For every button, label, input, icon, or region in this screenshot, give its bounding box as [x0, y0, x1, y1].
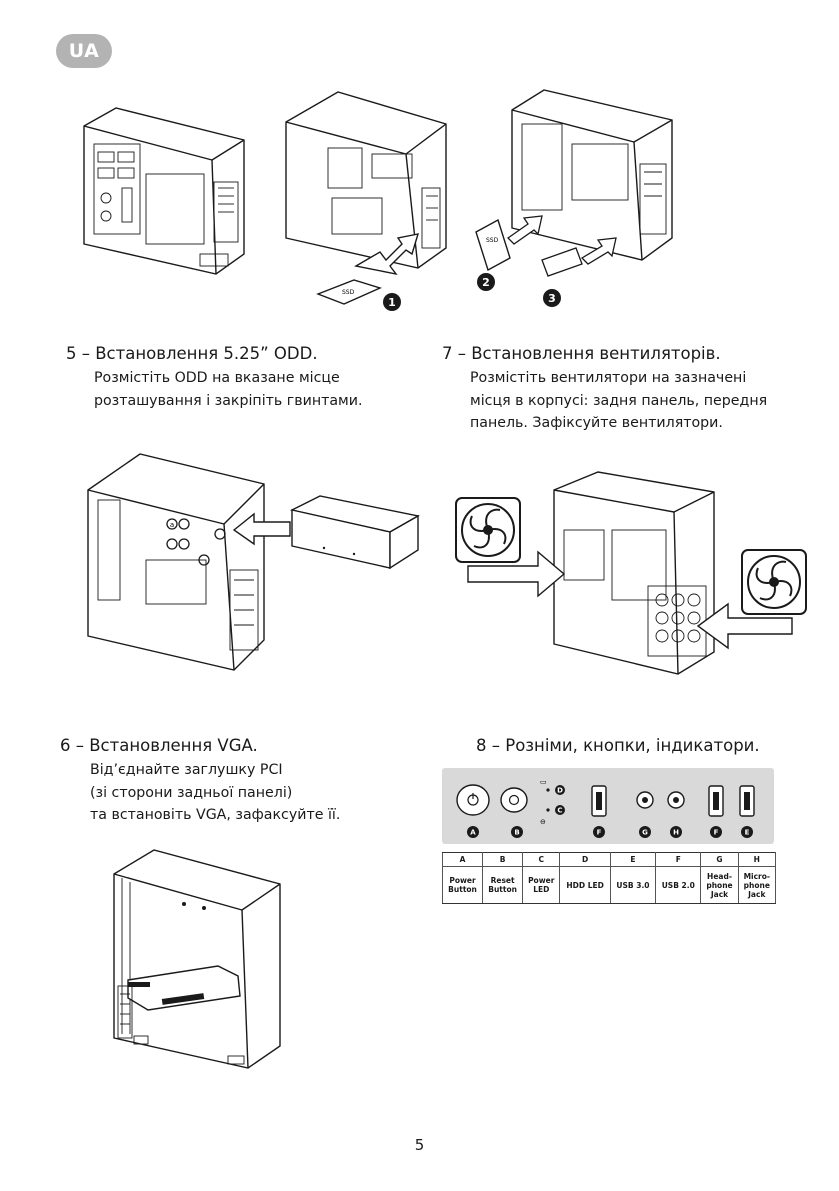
table-cell: H	[737, 852, 777, 867]
text-line: місця в корпусі: задня панель, передня	[470, 392, 768, 409]
section-6-text: Від’єднайте заглушку PCI (зі сторони зад…	[90, 759, 340, 827]
text-line: Розмістіть ODD на вказане місце	[94, 370, 340, 386]
page-number: 5	[414, 1136, 425, 1154]
svg-text:1: 1	[388, 296, 396, 309]
arrow-icon	[580, 237, 617, 265]
text-line: Від’єднайте заглушку PCI	[90, 762, 283, 778]
fan-icon	[741, 549, 807, 615]
step-marker-3: 3	[543, 289, 561, 307]
arrow-right-icon	[467, 550, 566, 598]
microphone-jack	[667, 791, 685, 809]
section-5-text: Розмістіть ODD на вказане місце розташув…	[94, 367, 362, 412]
text-line: розташування і закріпіть гвинтами.	[94, 392, 363, 409]
section-8-title: 8 – Розніми, кнопки, індикатори.	[476, 736, 760, 755]
graphics-card	[127, 965, 241, 1011]
svg-text:SSD: SSD	[342, 289, 355, 296]
screw-markers: a	[166, 518, 226, 566]
svg-text:⊖: ⊖	[540, 818, 546, 826]
table-cell: F	[655, 852, 702, 867]
svg-text:F: F	[597, 829, 602, 837]
step-marker-1: 1	[383, 293, 401, 311]
front-fan-grille	[647, 585, 707, 657]
table-cell: D	[559, 852, 611, 867]
svg-text:C: C	[557, 807, 562, 815]
table-cell: G	[700, 852, 739, 867]
svg-text:▭: ▭	[540, 778, 547, 786]
svg-text:E: E	[745, 829, 750, 837]
svg-text:A: A	[470, 829, 476, 837]
arrow-icon	[506, 215, 543, 245]
odd-drive	[289, 495, 420, 570]
figure-fan-install	[455, 471, 807, 675]
arrow-left-icon	[696, 602, 793, 650]
table-cell: C	[522, 852, 561, 867]
svg-text:3: 3	[548, 292, 556, 305]
figure-case-ssd-mount: SSD 2 3	[475, 89, 673, 307]
figure-case-ssd-install: SSD 1	[285, 91, 447, 311]
figure-odd-install: a	[87, 453, 420, 671]
headphone-jack	[636, 791, 654, 809]
text-line: Розмістіть вентилятори на зазначені	[470, 370, 747, 386]
section-6-title: 6 – Встановлення VGA.	[60, 736, 258, 755]
front-io-panel-drawing: ▭ ⊖ A B D C F G H F E	[456, 778, 755, 838]
table-cell: HDD LED	[559, 866, 611, 904]
svg-text:2: 2	[482, 276, 490, 289]
svg-text:a: a	[170, 521, 174, 529]
language-badge: UA	[56, 34, 112, 68]
svg-text:D: D	[557, 787, 563, 795]
panel-letter-markers: A B D C F G H F E	[467, 785, 753, 838]
figure-vga-install	[113, 849, 281, 1069]
section-7-text: Розмістіть вентилятори на зазначені місц…	[470, 367, 767, 435]
ssd-drive-2: SSD	[475, 218, 511, 272]
svg-text:F: F	[714, 829, 719, 837]
usb-port	[591, 785, 607, 817]
arrow-up-icon	[354, 233, 420, 276]
table-cell: A	[441, 852, 484, 867]
text-line: (зі сторони задньої панелі)	[90, 784, 293, 801]
power-button	[456, 784, 490, 816]
table-cell: B	[482, 852, 524, 867]
step-marker-2: 2	[477, 273, 495, 291]
table-cell: USB 3.0	[609, 866, 657, 904]
fan-icon	[455, 497, 521, 563]
section-5-title: 5 – Встановлення 5.25” ODD.	[66, 344, 318, 363]
leds: ▭ ⊖	[540, 778, 550, 826]
text-line: панель. Зафіксуйте вентилятори.	[470, 415, 723, 431]
svg-text:H: H	[673, 829, 679, 837]
ssd-drive: SSD	[316, 279, 382, 305]
svg-text:SSD: SSD	[486, 237, 499, 244]
text-line: та встановіть VGA, зафаксуйте її.	[90, 807, 341, 823]
arrow-left-icon	[232, 512, 291, 546]
drive-bays	[97, 151, 135, 223]
table-cell: USB 2.0	[655, 866, 702, 904]
table-header-row: A B C D E F G H	[441, 852, 777, 867]
usb-port	[708, 785, 724, 817]
table-cell: E	[609, 852, 657, 867]
svg-text:G: G	[642, 829, 648, 837]
svg-text:B: B	[514, 829, 519, 837]
figure-case-front-view	[83, 107, 245, 275]
reset-button	[500, 787, 528, 813]
section-7-title: 7 – Встановлення вентиляторів.	[442, 344, 721, 363]
usb-port	[739, 785, 755, 817]
